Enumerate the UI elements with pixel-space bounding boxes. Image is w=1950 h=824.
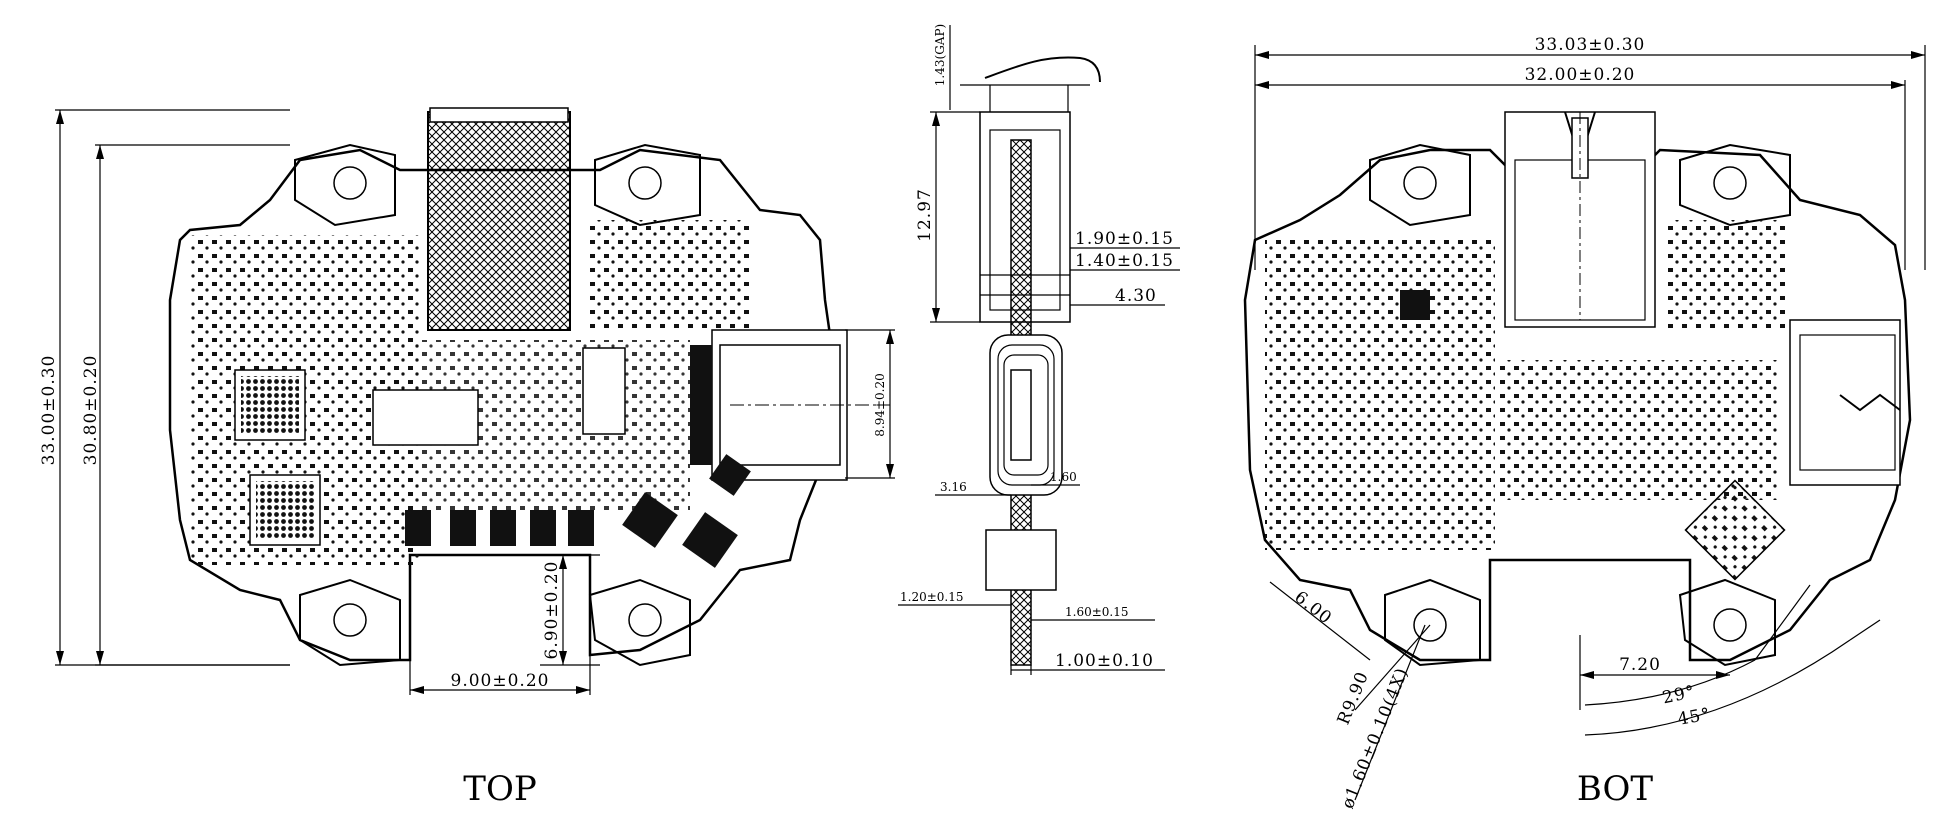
bot-mounting-ears xyxy=(1369,143,1791,667)
side-height-label: 12.97 xyxy=(915,188,935,242)
side-d5-label: 1.60 xyxy=(1050,470,1077,484)
side-dim-d4: 3.16 xyxy=(935,480,1011,496)
bot-radius-label: R9.90 xyxy=(1334,669,1373,728)
side-d7-label: 1.60±0.15 xyxy=(1065,605,1129,619)
side-cover-curve xyxy=(984,56,1101,83)
side-gap-label: 1.43(GAP) xyxy=(933,24,947,86)
bot-component-field-left xyxy=(1265,240,1495,550)
bot-angle2-label: 45° xyxy=(1676,704,1712,729)
top-small-module xyxy=(582,347,626,435)
side-dim-d3: 4.30 xyxy=(1070,286,1165,306)
top-shield-module xyxy=(427,111,571,331)
bot-top-connector xyxy=(1504,111,1656,328)
bot-component-field-right xyxy=(1665,220,1785,330)
top-notch-height-label: 6.90±0.20 xyxy=(542,561,562,660)
top-dim-connector-width: 8.94±0.20 xyxy=(845,329,895,479)
top-connector-width-label: 8.94±0.20 xyxy=(873,373,887,437)
bot-component-field-center xyxy=(1500,360,1780,500)
side-dim-gap: 1.43(GAP) xyxy=(933,24,951,110)
top-usb-connector xyxy=(690,329,890,481)
side-dim-d6: 1.20±0.15 xyxy=(898,590,1011,606)
side-dim-d7: 1.60±0.15 xyxy=(1031,605,1155,621)
top-mounting-ears xyxy=(294,143,701,667)
side-dim-d8: 1.00±0.10 xyxy=(1010,651,1165,675)
side-view: 1.43(GAP) 12.97 1.90±0.15 1.40±0.15 4.30… xyxy=(898,24,1180,675)
top-component-field-right xyxy=(590,220,750,330)
top-inner-height-label: 30.80±0.20 xyxy=(81,355,101,466)
side-dim-d2: 1.40±0.15 xyxy=(1070,251,1180,271)
side-d3-label: 4.30 xyxy=(1115,286,1157,306)
bot-dim-offset: 7.20 xyxy=(1579,635,1730,710)
bot-offset-label: 7.20 xyxy=(1619,655,1661,675)
side-d2-label: 1.40±0.15 xyxy=(1075,251,1174,271)
top-dim-notch-width: 9.00±0.20 xyxy=(409,560,591,695)
bot-dim-inner-width: 32.00±0.20 xyxy=(1255,65,1906,270)
bot-inner-width-label: 32.00±0.20 xyxy=(1525,65,1636,85)
bot-angle1-label: 29° xyxy=(1661,682,1698,708)
side-d4-label: 3.16 xyxy=(940,480,967,494)
top-view-caption: TOP xyxy=(463,769,536,809)
bot-overall-width-label: 33.03±0.30 xyxy=(1535,35,1646,55)
side-lower-box xyxy=(985,529,1057,591)
top-bottom-pads xyxy=(405,454,751,568)
bot-diamond-cluster xyxy=(1684,479,1786,581)
bot-view-caption: BOT xyxy=(1577,769,1653,809)
top-center-chip xyxy=(372,389,479,446)
bot-usb-connector xyxy=(1789,319,1901,486)
side-dim-d1: 1.90±0.15 xyxy=(1070,229,1180,249)
side-d1-label: 1.90±0.15 xyxy=(1075,229,1174,249)
bot-dim-overall-width: 33.03±0.30 xyxy=(1254,35,1926,270)
top-dim-inner-height: 30.80±0.20 xyxy=(81,144,290,666)
bottom-view: 33.03±0.30 32.00±0.20 6.00 R9.90 ø1.60±0… xyxy=(1243,35,1926,812)
bot-edge-label: 6.00 xyxy=(1290,587,1335,629)
side-d8-label: 1.00±0.10 xyxy=(1055,651,1154,671)
top-notch-width-label: 9.00±0.20 xyxy=(451,671,550,691)
side-d6-label: 1.20±0.15 xyxy=(900,590,964,604)
top-view: 33.00±0.30 30.80±0.20 8.94±0.20 6.90±0.2… xyxy=(39,107,895,809)
top-overall-height-label: 33.00±0.30 xyxy=(39,355,59,466)
side-dim-height: 12.97 xyxy=(915,111,980,323)
side-dim-d5: 1.60 xyxy=(1031,470,1080,486)
